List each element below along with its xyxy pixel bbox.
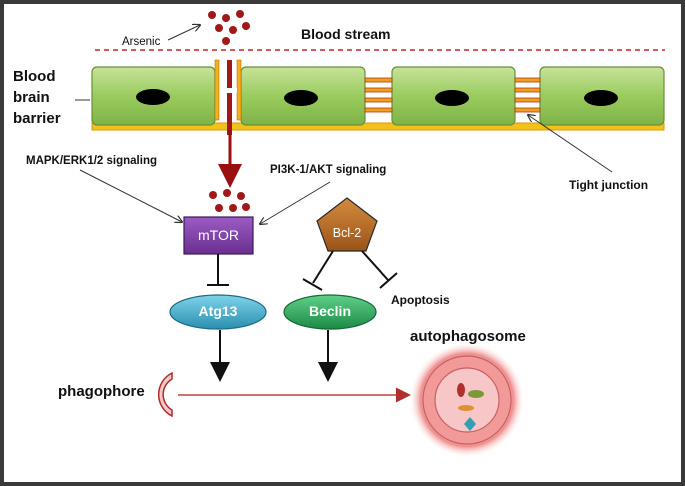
barrier-opening xyxy=(214,59,242,135)
cell-nucleus-1 xyxy=(136,89,170,105)
autophagosome xyxy=(409,342,525,458)
arsenic-particles-top xyxy=(208,10,250,45)
atg13-oval xyxy=(169,294,267,330)
beclin-oval xyxy=(283,294,377,330)
cell-nucleus-3 xyxy=(435,90,469,106)
mtor-box xyxy=(183,216,254,255)
mtor-label: mTOR xyxy=(198,227,239,243)
inhibition-lines xyxy=(207,250,398,291)
blood-brain-barrier-label-line1: Blood xyxy=(13,68,56,85)
cargo-red xyxy=(457,383,465,397)
endothelial-cells xyxy=(91,66,665,126)
bcl2-pentagon xyxy=(316,197,378,252)
pi3k-arrow xyxy=(260,181,331,224)
mapk-signaling-label: MAPK/ERK1/2 signaling xyxy=(26,155,157,167)
phagophore-label: phagophore xyxy=(58,383,145,400)
arsenic-pointer-arrow xyxy=(167,25,200,41)
mapk-arrow xyxy=(79,169,182,222)
arsenic-label: Arsenic xyxy=(122,36,161,48)
barrier-base-strip xyxy=(91,122,665,131)
tight-junctions xyxy=(364,77,541,113)
phagophore-shape xyxy=(157,371,173,418)
blood-stream-label: Blood stream xyxy=(301,26,391,42)
autophagosome-label: autophagosome xyxy=(410,328,526,345)
tight-junction-arrow xyxy=(528,115,613,173)
bcl2-label: Bcl-2 xyxy=(332,226,362,240)
beclin-label: Beclin xyxy=(308,303,351,319)
cell-nucleus-4 xyxy=(584,90,618,106)
atg13-label: Atg13 xyxy=(198,303,238,319)
cargo-teal xyxy=(464,417,476,431)
cell-nucleus-2 xyxy=(284,90,318,106)
blood-brain-barrier-label-line3: barrier xyxy=(13,110,61,127)
cargo-green xyxy=(468,390,484,398)
pi3k-signaling-label: PI3K-1/AKT signaling xyxy=(270,164,387,176)
tight-junction-label: Tight junction xyxy=(569,178,649,192)
apoptosis-label: Apoptosis xyxy=(391,293,450,307)
arsenic-particles-bottom xyxy=(209,189,250,212)
cargo-orange xyxy=(458,405,474,411)
blood-brain-barrier-label-line2: brain xyxy=(13,89,50,106)
